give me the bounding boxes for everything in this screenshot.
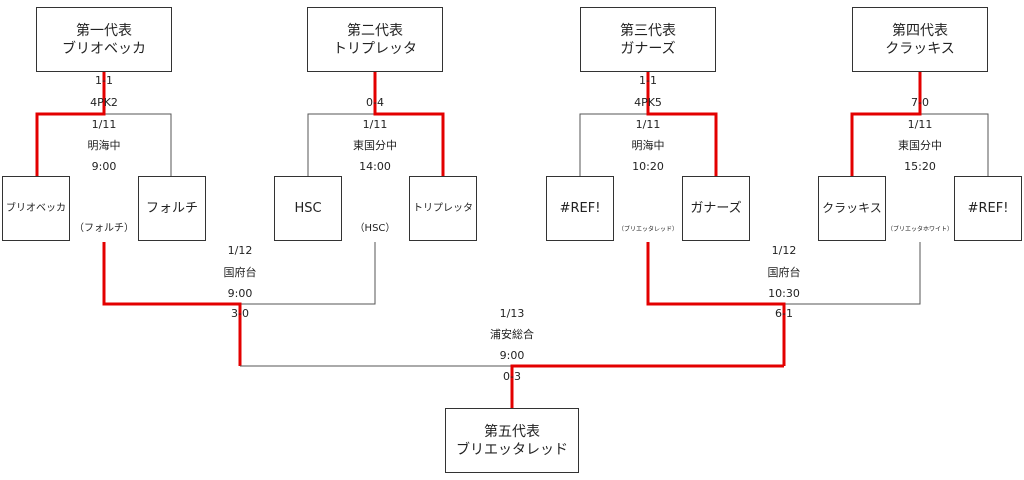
representative-team: トリプレッタ: [333, 40, 417, 57]
match-time: 14:00: [359, 160, 391, 173]
match-score: 1-1: [95, 74, 113, 87]
team-name: ブリオベッカ: [6, 203, 66, 214]
bracket-line-winner: [373, 72, 445, 176]
bracket-line: [784, 242, 921, 305]
team-box: トリプレッタ: [409, 176, 477, 241]
bracket-line-winner: [510, 364, 784, 410]
representative-title: 第四代表: [892, 22, 948, 39]
loser-note: （ブリエッタレッド）: [617, 226, 678, 233]
representative-title: 第三代表: [620, 22, 676, 39]
representative-title: 第一代表: [76, 22, 132, 39]
representative-5-box: 第五代表 ブリエッタレッド: [445, 408, 579, 473]
loser-note: （フォルチ）: [74, 223, 134, 234]
team-name: #REF!: [559, 201, 601, 216]
representative-title: 第二代表: [347, 22, 403, 39]
match-score: 7-0: [911, 96, 929, 109]
team-name: #REF!: [967, 201, 1009, 216]
match-score: 1-1: [639, 74, 657, 87]
bracket-line-winner: [850, 72, 922, 176]
representative-2-box: 第二代表 トリプレッタ: [307, 7, 443, 72]
match-date: 1/11: [907, 118, 933, 131]
representative-title: 第五代表: [484, 423, 540, 440]
team-box: #REF!: [546, 176, 614, 241]
team-name: フォルチ: [145, 201, 198, 216]
team-box: ブリオベッカ: [2, 176, 70, 241]
representative-3-box: 第三代表 ガナーズ: [580, 7, 716, 72]
team-name: HSC: [294, 201, 322, 216]
match-time: 10:30: [768, 287, 800, 300]
bracket-line-winner: [646, 72, 718, 176]
match-date: 1/13: [499, 307, 525, 320]
representative-1-box: 第一代表 ブリオベッカ: [36, 7, 172, 72]
team-name: トリプレッタ: [413, 203, 473, 214]
match-time: 10:20: [632, 160, 664, 173]
team-box: #REF!: [954, 176, 1022, 241]
match-score: 3-0: [231, 307, 249, 320]
loser-note: （ブリエッタホワイト）: [886, 226, 953, 233]
representative-team: クラッキス: [885, 40, 955, 57]
match-venue: 東国分中: [353, 139, 397, 152]
match-date: 1/12: [771, 244, 797, 257]
match-score: 0-4: [366, 96, 384, 109]
loser-note: （HSC）: [354, 223, 396, 234]
bracket-line: [240, 242, 376, 305]
match-date: 1/11: [362, 118, 388, 131]
match-time: 9:00: [91, 160, 117, 173]
team-box: クラッキス: [818, 176, 886, 241]
team-name: ガナーズ: [690, 201, 742, 216]
match-venue: 東国分中: [898, 139, 942, 152]
match-score: 0-3: [503, 370, 521, 383]
representative-team: ガナーズ: [620, 40, 676, 57]
match-venue: 国府台: [767, 266, 801, 279]
match-time: 15:20: [904, 160, 936, 173]
team-box: ガナーズ: [682, 176, 750, 241]
team-box: HSC: [274, 176, 342, 241]
match-date: 1/11: [91, 118, 117, 131]
match-pk: 4PK2: [90, 96, 118, 109]
match-venue: 国府台: [223, 266, 257, 279]
match-date: 1/11: [635, 118, 661, 131]
team-box: フォルチ: [138, 176, 206, 241]
match-time: 9:00: [227, 287, 253, 300]
match-score: 6-1: [775, 307, 793, 320]
team-name: クラッキス: [822, 201, 882, 215]
representative-team: ブリエッタレッド: [456, 441, 568, 458]
representative-4-box: 第四代表 クラッキス: [852, 7, 988, 72]
match-venue: 浦安総合: [490, 328, 534, 341]
bracket-line-winner: [102, 242, 242, 366]
match-venue: 明海中: [631, 139, 665, 152]
representative-team: ブリオベッカ: [62, 40, 146, 57]
match-pk: 4PK5: [634, 96, 662, 109]
match-date: 1/12: [227, 244, 253, 257]
match-time: 9:00: [499, 349, 525, 362]
match-venue: 明海中: [87, 139, 121, 152]
bracket-line-winner: [646, 242, 786, 366]
bracket-line-winner: [35, 72, 106, 176]
